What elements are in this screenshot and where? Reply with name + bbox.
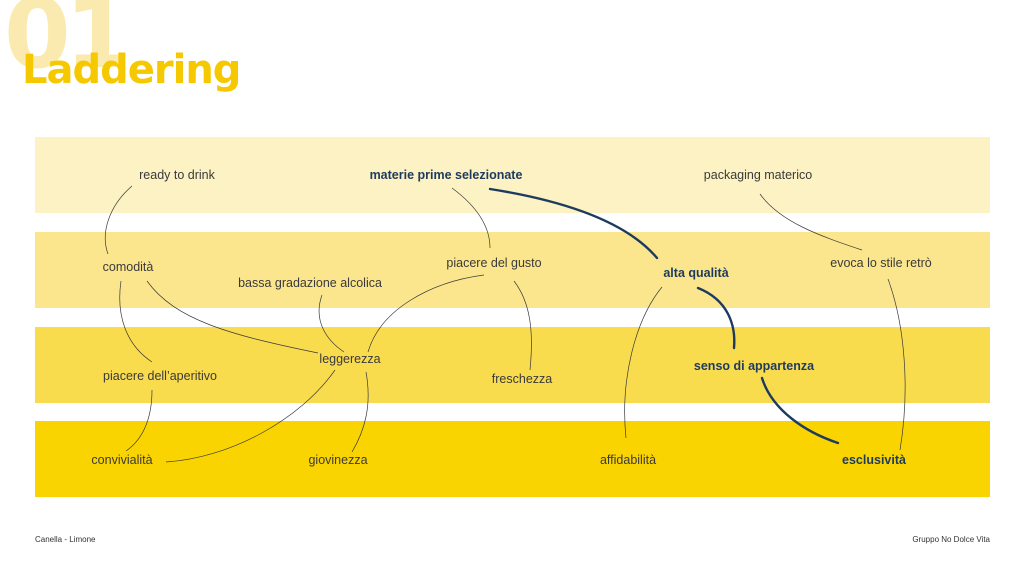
node-comodita: comodità: [102, 260, 154, 274]
footer-right: Gruppo No Dolce Vita: [912, 535, 990, 544]
link-piacere-gusto-leggerezza: [367, 274, 485, 353]
path-alta-qualita-senso-appartenza: [696, 286, 736, 350]
link-ready-to-drink-comodita: [104, 185, 133, 255]
link-materie-prime-piacere-gusto: [451, 187, 491, 249]
node-freschezza: freschezza: [491, 372, 553, 386]
node-alta-qualita: alta qualità: [663, 266, 729, 280]
link-packaging-evoca-retro: [759, 193, 863, 251]
link-leggerezza-convivialita: [165, 369, 336, 463]
ladder-level-attributes: [35, 137, 990, 213]
node-piacere-del-gusto: piacere del gusto: [446, 256, 542, 270]
link-comodita-leggerezza: [146, 280, 319, 354]
link-leggerezza-giovinezza: [351, 371, 369, 453]
link-comodita-piacere-aperitivo: [119, 280, 153, 363]
ladder-level-functional-benefits: [35, 232, 990, 308]
footer-left: Canella - Limone: [35, 535, 96, 544]
node-materie-prime-selezionate: materie prime selezionate: [369, 168, 523, 182]
path-materie-prime-alta-qualita: [488, 187, 659, 260]
link-bassa-gradazione-leggerezza: [318, 294, 345, 353]
slide-title: Laddering: [22, 47, 241, 93]
node-affidabilita: affidabilità: [599, 453, 657, 467]
slide-number: 01: [4, 0, 132, 90]
ladder-level-values: [35, 421, 990, 497]
node-senso-di-appartenza: senso di appartenza: [693, 359, 815, 373]
link-piacere-aperitivo-convivialita: [125, 389, 153, 452]
node-convivialita: convivialità: [91, 453, 153, 467]
node-leggerezza: leggerezza: [319, 352, 381, 366]
node-ready-to-drink: ready to drink: [139, 168, 215, 182]
node-giovinezza: giovinezza: [308, 453, 368, 467]
path-senso-appartenza-esclusivita: [760, 376, 840, 445]
node-piacere-dellaperitivo: piacere dell’aperitivo: [103, 369, 217, 383]
node-esclusivita: esclusività: [842, 453, 906, 467]
link-evoca-retro-esclusivita: [887, 278, 906, 451]
ladder-level-emotional-benefits: [35, 327, 990, 403]
link-alta-qualita-affidabilita: [624, 286, 663, 439]
node-bassa-gradazione-alcolica: bassa gradazione alcolica: [238, 276, 382, 290]
link-piacere-gusto-freschezza: [513, 280, 532, 371]
node-packaging-materico: packaging materico: [703, 168, 813, 182]
node-evoca-lo-stile-retro: evoca lo stile retrò: [830, 256, 932, 270]
